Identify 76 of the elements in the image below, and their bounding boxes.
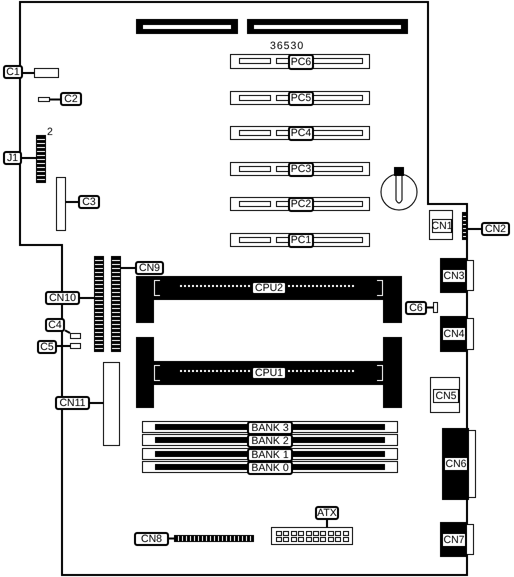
leader-line — [326, 520, 328, 527]
pci-slot — [230, 54, 370, 69]
memory-slot — [142, 448, 398, 460]
slot-label: PC2 — [288, 197, 314, 212]
callout-label: CN11 — [55, 396, 90, 410]
callout-label: ATX — [315, 506, 339, 520]
slot-label: PC3 — [288, 162, 314, 177]
pci-slot — [230, 126, 370, 140]
slot-label: BANK 2 — [247, 434, 293, 448]
slot-label: BANK 1 — [247, 448, 293, 462]
component-outline — [56, 177, 66, 231]
slot-label: CPU1 — [251, 366, 287, 380]
d-sub-connector — [440, 258, 474, 293]
leader-line — [23, 72, 34, 74]
cpu-slot — [136, 276, 402, 323]
leader-line — [66, 201, 78, 203]
cpu-slot — [136, 337, 402, 408]
callout-label: C6 — [405, 301, 427, 315]
pin-header — [111, 256, 121, 352]
pin-header — [36, 135, 46, 183]
slot-label: PC1 — [288, 233, 314, 248]
leader-line — [427, 306, 433, 308]
connector — [429, 210, 453, 240]
memory-slot — [142, 461, 398, 473]
callout-label: CN9 — [135, 261, 164, 275]
callout-label: C5 — [37, 340, 57, 354]
callout-label: CN10 — [45, 291, 80, 305]
leader-line — [50, 98, 60, 100]
slot-label: PC4 — [288, 126, 314, 141]
d-sub-connector — [442, 428, 474, 500]
pci-slot — [230, 162, 370, 176]
d-sub-connector — [440, 522, 474, 557]
port-label: CN7 — [442, 533, 466, 547]
memory-slot — [142, 421, 398, 433]
slot-label: PC6 — [288, 54, 314, 70]
callout-label: J1 — [3, 151, 22, 165]
callout-label: C2 — [60, 92, 82, 106]
callout-label: C1 — [3, 65, 23, 79]
leader-line — [80, 297, 94, 299]
pin-header — [94, 256, 104, 352]
pin-header — [174, 535, 254, 542]
slot-label: CPU2 — [251, 281, 287, 295]
part-number: 36530 — [270, 41, 304, 52]
callout-label: C4 — [45, 318, 65, 332]
pci-slot — [230, 91, 370, 105]
slot-label: BANK 0 — [247, 461, 293, 475]
component-outline — [38, 97, 50, 102]
d-sub-connector — [440, 316, 474, 352]
pci-slot — [230, 233, 370, 247]
leader-line — [90, 402, 103, 404]
callout-label: CN8 — [134, 532, 169, 546]
pin-header — [462, 212, 467, 240]
port-label: CN5 — [433, 389, 459, 403]
callout-label: C3 — [78, 195, 100, 209]
memory-slot — [142, 434, 398, 446]
component-outline — [433, 302, 438, 313]
pin-number: 2 — [47, 127, 54, 138]
component-outline — [34, 68, 59, 78]
leader-line — [467, 228, 481, 230]
leader-line — [22, 157, 36, 159]
port-label: CN6 — [444, 457, 468, 471]
leader-line — [64, 329, 70, 334]
leader-line — [169, 538, 174, 540]
port-label: CN3 — [442, 269, 466, 283]
callout-label: CN2 — [481, 222, 510, 236]
pci-slot — [230, 197, 370, 211]
component-outline — [70, 343, 81, 349]
port-label: CN4 — [442, 327, 466, 341]
leader-line — [121, 267, 135, 269]
connector — [430, 377, 460, 413]
slot-label: PC5 — [288, 91, 314, 106]
component-outline — [70, 333, 81, 339]
pin-connector — [271, 527, 353, 545]
slot-label: BANK 3 — [247, 421, 293, 435]
component-outline — [103, 362, 120, 446]
leader-line — [57, 345, 70, 347]
